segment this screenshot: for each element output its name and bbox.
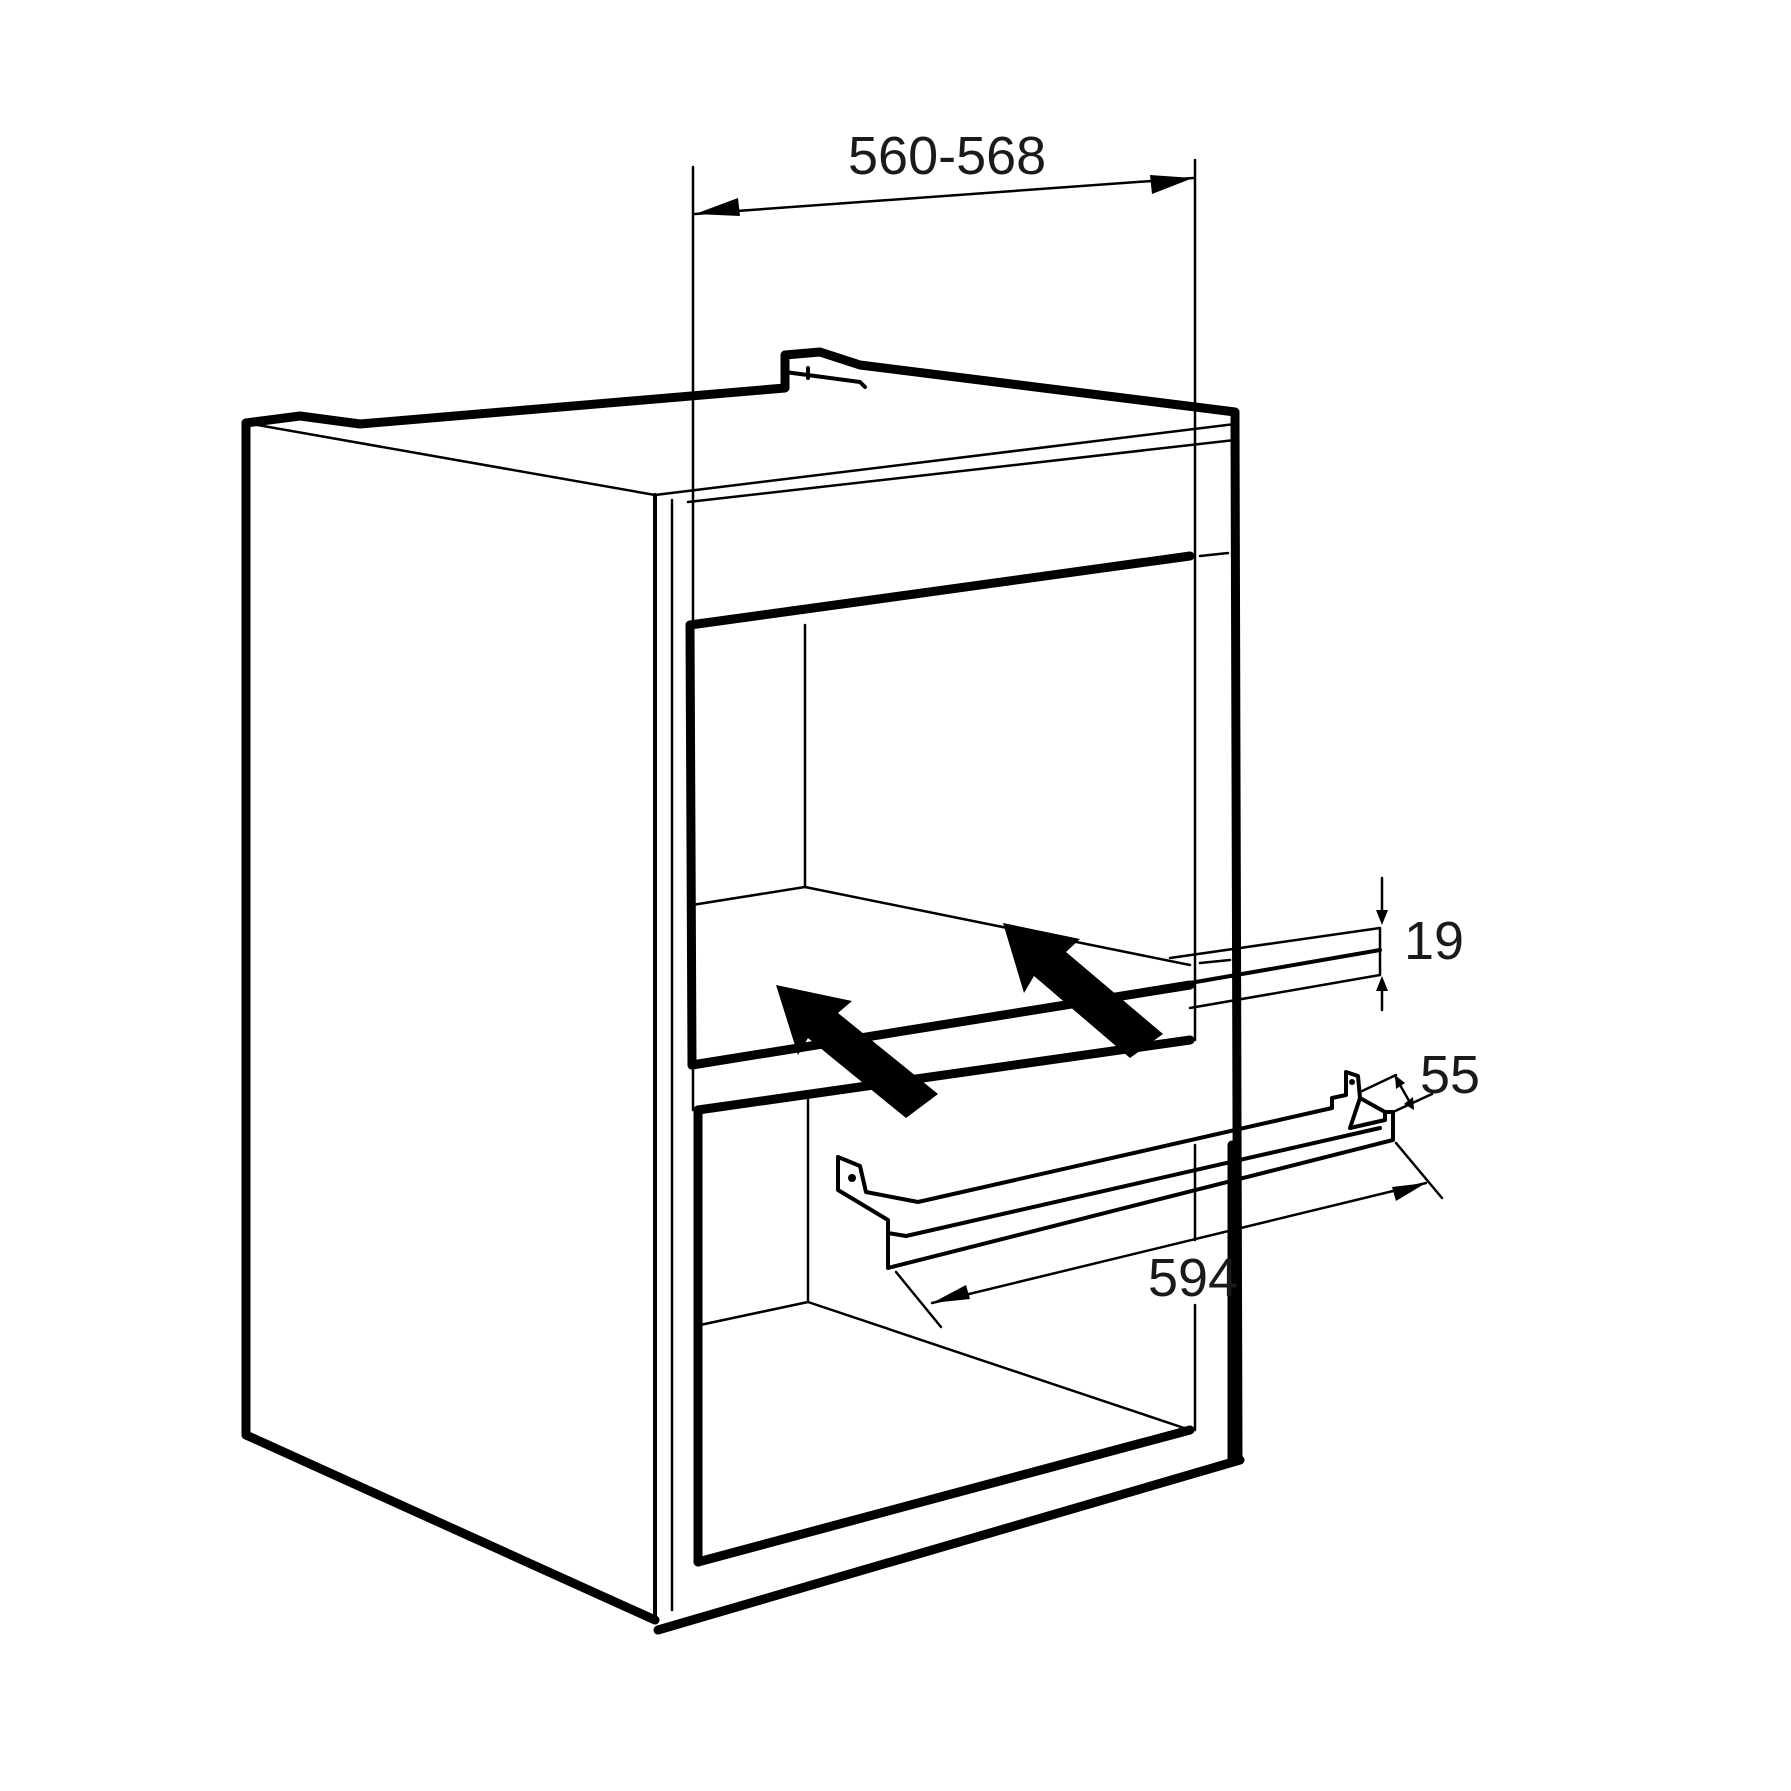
width-dimension-label: 560-568 xyxy=(848,126,1046,186)
bracket-front-rail xyxy=(886,1096,1395,1270)
width-dim-line xyxy=(693,176,1195,216)
length-dim-line xyxy=(930,1181,1428,1305)
cabinet-carcass xyxy=(241,347,1245,1635)
top-inner-edge xyxy=(686,438,1237,504)
lower-aperture-top xyxy=(693,1035,1195,1115)
insertion-arrow-left xyxy=(776,985,938,1118)
length-arrow-left xyxy=(932,1285,970,1303)
bracket-depth-dimension xyxy=(1358,1073,1434,1114)
bracket-depth-label: 55 xyxy=(1420,1045,1480,1105)
strip-arrow-bottom xyxy=(1376,976,1388,991)
upper-aperture xyxy=(685,551,1232,1070)
bracket-hole-left xyxy=(848,1174,856,1182)
top-rear-edge xyxy=(241,347,1240,435)
top-notch xyxy=(783,366,867,389)
upper-aperture-left xyxy=(685,620,697,1070)
strip xyxy=(1168,926,1382,1010)
upper-aperture-top xyxy=(685,551,1195,630)
top-front-edge xyxy=(244,421,1237,497)
width-arrow-right xyxy=(1150,175,1193,194)
mounting-bracket xyxy=(836,1070,1395,1270)
length-ext-line-right xyxy=(1394,1141,1444,1200)
right-rear-edge xyxy=(1230,419,1243,1463)
width-dimension xyxy=(691,158,1197,1112)
lower-aperture-bottom xyxy=(693,1425,1195,1567)
insertion-arrows xyxy=(776,923,1163,1118)
lower-floor xyxy=(698,1300,1192,1432)
width-arrow-left xyxy=(695,198,740,216)
bracket-left-tab xyxy=(836,1155,908,1238)
left-side-panel xyxy=(241,418,660,1625)
bracket-hole-right xyxy=(1349,1079,1355,1085)
bracket-length-dimension xyxy=(894,1141,1444,1329)
bracket-rear-rail xyxy=(836,1070,1362,1204)
upper-floor xyxy=(690,885,1192,967)
insertion-arrow-right xyxy=(1003,923,1163,1058)
bracket-front-lip xyxy=(904,1126,1382,1238)
strip-height-dimension xyxy=(1376,876,1388,1012)
strip-height-label: 19 xyxy=(1404,911,1464,971)
bracket-length-label: 594 xyxy=(1148,1248,1238,1308)
bottom-front-edge xyxy=(653,1455,1245,1635)
length-ext-line-left xyxy=(894,1270,943,1329)
length-arrow-right xyxy=(1392,1183,1426,1201)
strip-arrow-top xyxy=(1376,910,1388,925)
lower-aperture xyxy=(693,1035,1237,1567)
